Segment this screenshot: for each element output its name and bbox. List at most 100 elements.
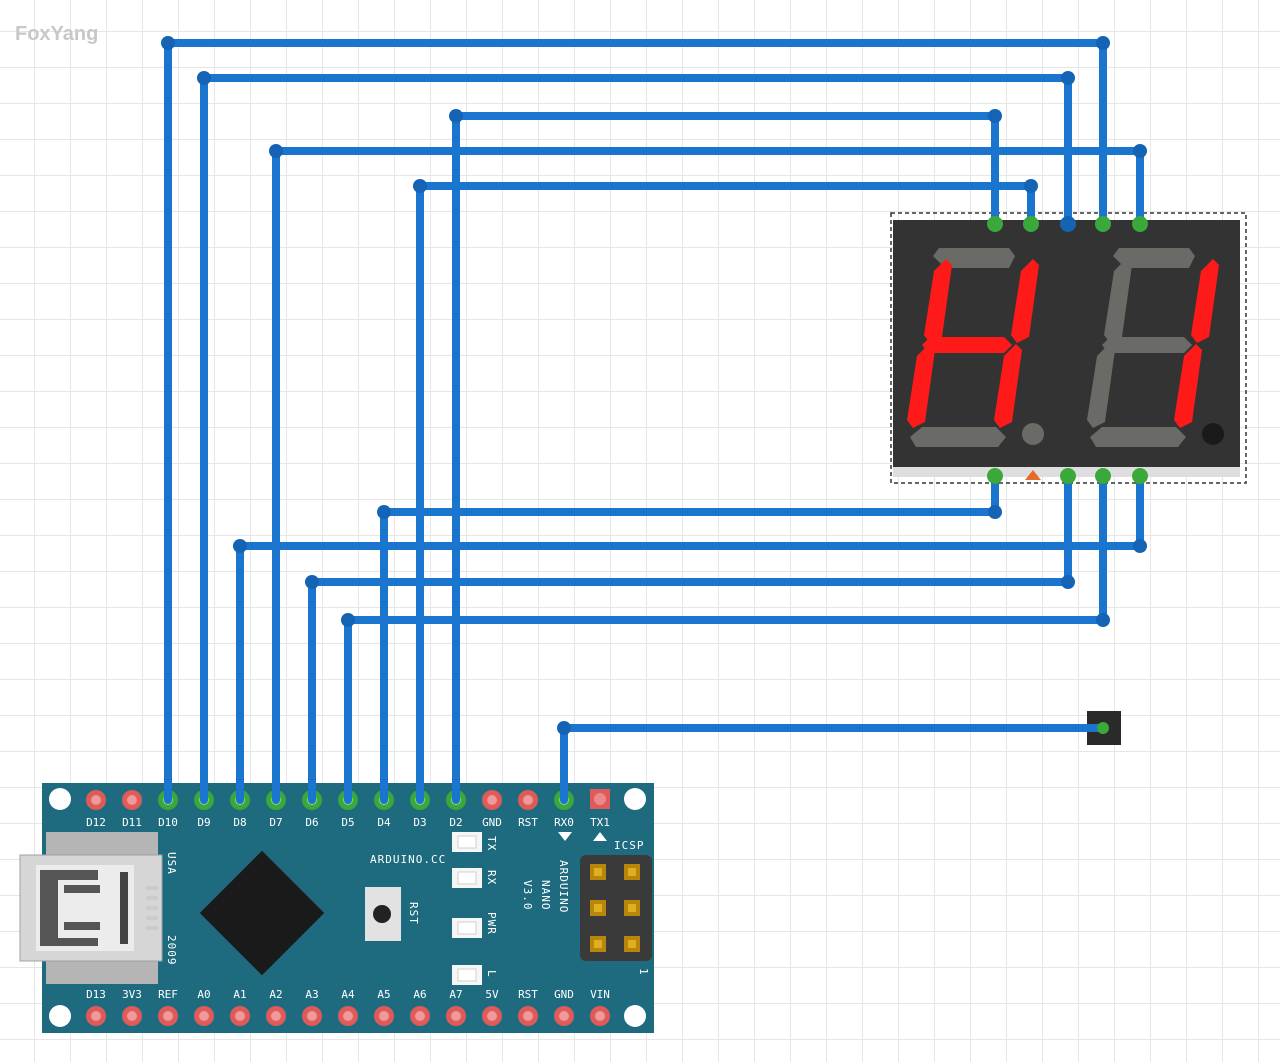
wire-5[interactable] [416,182,1035,804]
pin-label-rst: RST [518,816,538,829]
wire-bend-point[interactable] [988,109,1002,123]
wire-bend-point[interactable] [1061,575,1075,589]
segment-c [1174,344,1202,428]
icsp-header[interactable] [580,855,652,961]
led-tx-label: TX [485,836,498,851]
wire-bend-point[interactable] [1061,71,1075,85]
wire-bend-point[interactable] [1024,179,1038,193]
segment-e [907,344,935,428]
segment-b [1011,259,1039,343]
pin-hole [379,1011,389,1021]
pin-hole [163,1011,173,1021]
pin-label-d7: D7 [269,816,282,829]
pin-hole [199,1011,209,1021]
reset-button[interactable] [365,887,401,941]
top-pin-labels: D12 D11 D10 D9 D8 D7 D6 D5 D4 D3 D2 GND … [86,816,610,829]
pin-hole [415,1011,425,1021]
pin-hole [559,1011,569,1021]
segment-b [1191,259,1219,343]
wire-3[interactable] [452,112,999,804]
wire-bend-point[interactable] [305,575,319,589]
board-pin-headers [86,789,610,1026]
led-pwr-label: PWR [485,912,498,935]
led-rx [452,868,482,888]
wire-8[interactable] [308,472,1072,804]
pin-hole [307,1011,317,1021]
wires [161,36,1147,804]
segment-c [994,344,1022,428]
pin-label-d13: D13 [86,988,106,1001]
wire-bend-point[interactable] [988,505,1002,519]
wire-bend-point[interactable] [161,36,175,50]
wire-bend-point[interactable] [557,721,571,735]
model-line-1: ARDUINO [557,860,570,913]
display-pin-bottom[interactable] [1060,468,1076,484]
brand-label: ARDUINO.CC [370,853,446,866]
arduino-nano-board[interactable]: USA 2009 ARDUINO.CC RST TX RX PWR L ARDU… [19,783,654,1033]
pin-label-ref: REF [158,988,178,1001]
wire-bend-point[interactable] [1096,613,1110,627]
pin-label-d3: D3 [413,816,426,829]
mounting-hole [49,1005,71,1027]
wire-6[interactable] [380,472,999,804]
display-pin-bottom[interactable] [987,468,1003,484]
pin-label-a4: A4 [341,988,355,1001]
wire-7[interactable] [236,472,1144,804]
pin-label-rx0: RX0 [554,816,574,829]
pin-label-gnd: GND [482,816,502,829]
pin-label-a6: A6 [413,988,426,1001]
display-pins [987,216,1148,734]
display-pin-top[interactable] [987,216,1003,232]
display-pin-bottom[interactable] [1132,468,1148,484]
bottom-pin-labels: D13 3V3 REF A0 A1 A2 A3 A4 A5 A6 A7 5V R… [86,988,610,1001]
wire-bend-point[interactable] [269,144,283,158]
wire-4[interactable] [272,147,1144,804]
pin-label-d5: D5 [341,816,354,829]
display-pin-top[interactable] [1132,216,1148,232]
pin-label-a2: A2 [269,988,282,1001]
pin-hole [451,1011,461,1021]
seven-segment-display[interactable] [890,212,1247,484]
led-rx-label: RX [485,870,498,885]
pin-label-a5: A5 [377,988,390,1001]
pin-label-5v: 5V [485,988,499,1001]
display-pin-bottom[interactable] [1095,468,1111,484]
icsp-pin1-label: 1 [637,968,650,976]
segment-e [1087,344,1115,428]
wire-bend-point[interactable] [1133,539,1147,553]
pin-label-d8: D8 [233,816,246,829]
digit-2 [1087,248,1219,447]
wire-bend-point[interactable] [197,71,211,85]
led-l [452,965,482,985]
mounting-hole [624,1005,646,1027]
year-label: 2009 [165,935,178,966]
pin-label-tx1: TX1 [590,816,610,829]
pin-hole [271,1011,281,1021]
watermark: FoxYang [15,23,98,45]
pin-hole [523,795,533,805]
display-pin-top[interactable] [1060,216,1076,232]
wire-bend-point[interactable] [1133,144,1147,158]
wire-bend-point[interactable] [413,179,427,193]
wire-bend-point[interactable] [377,505,391,519]
wire-bend-point[interactable] [341,613,355,627]
pin-label-rst-bottom: RST [518,988,538,1001]
wire-9[interactable] [344,472,1107,804]
pin-label-vin: VIN [590,988,610,1001]
wire-bend-point[interactable] [1096,36,1110,50]
segment-a [1113,248,1195,268]
pin-hole [487,795,497,805]
led-pwr [452,918,482,938]
wire-1[interactable] [164,39,1107,804]
decimal-point-2 [1202,423,1224,445]
wire-bend-point[interactable] [449,109,463,123]
pin-hole [127,1011,137,1021]
display-pin-top[interactable] [1023,216,1039,232]
pin-hole [595,1011,605,1021]
pin-label-d9: D9 [197,816,210,829]
led-l-label: L [485,970,498,978]
display-pin-top[interactable] [1095,216,1111,232]
terminal-pin[interactable] [1097,722,1109,734]
wire-bend-point[interactable] [233,539,247,553]
